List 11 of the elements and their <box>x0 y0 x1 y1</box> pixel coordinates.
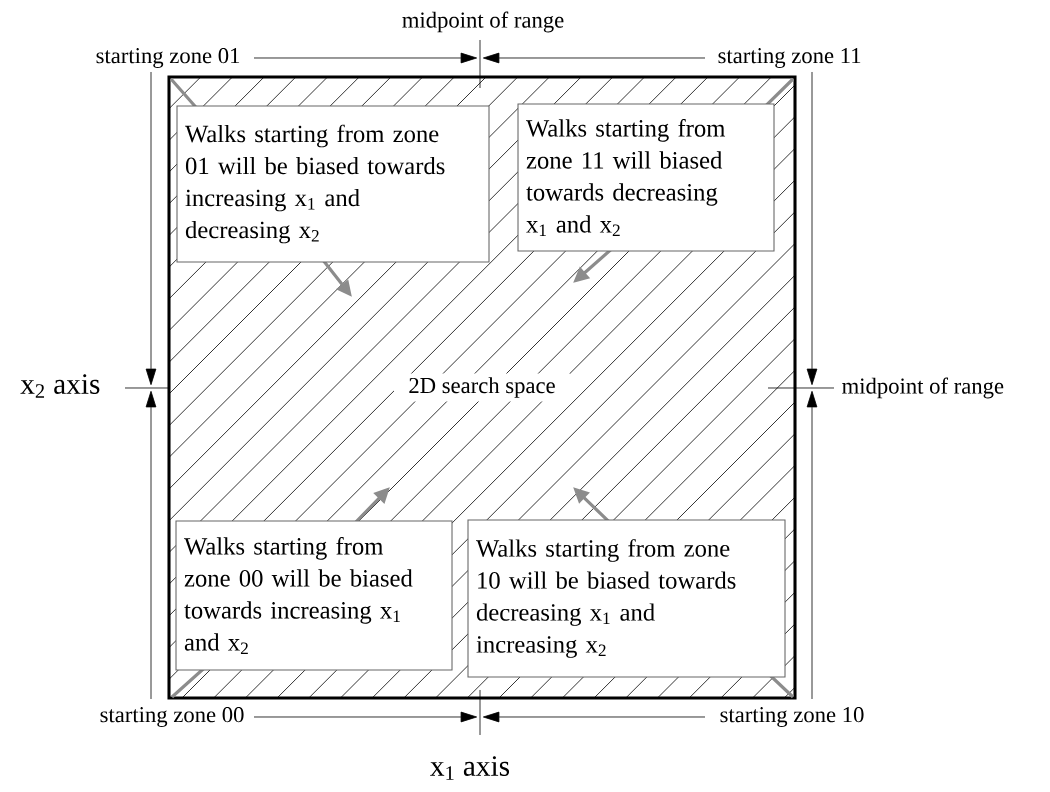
dimension-label: midpoint of range <box>402 11 564 33</box>
dimension-label: starting zone 01 <box>96 48 240 68</box>
text-box: Walks starting from zone 00 will be biased towards increasing x$_{1}$ and x$_{2}$ <box>175 520 453 671</box>
text-box: Walks starting from zone 11 will biased towards decreasing x$_{1}$ and x$_{2}$ <box>517 103 775 252</box>
dimension-label: starting zone 00 <box>100 707 244 727</box>
axis-label: x$_{1}$ axis <box>430 756 510 780</box>
dimension-label: starting zone 11 <box>718 48 861 68</box>
text-box: Walks starting from zone 10 will be biased towards decreasing x$_{1}$ and increasing x$_{2}$ <box>467 519 786 678</box>
dimension-label: starting zone 10 <box>720 707 864 727</box>
axis-label: x$_{2}$ axis <box>20 374 100 398</box>
dimension-label: midpoint of range <box>842 377 1004 399</box>
